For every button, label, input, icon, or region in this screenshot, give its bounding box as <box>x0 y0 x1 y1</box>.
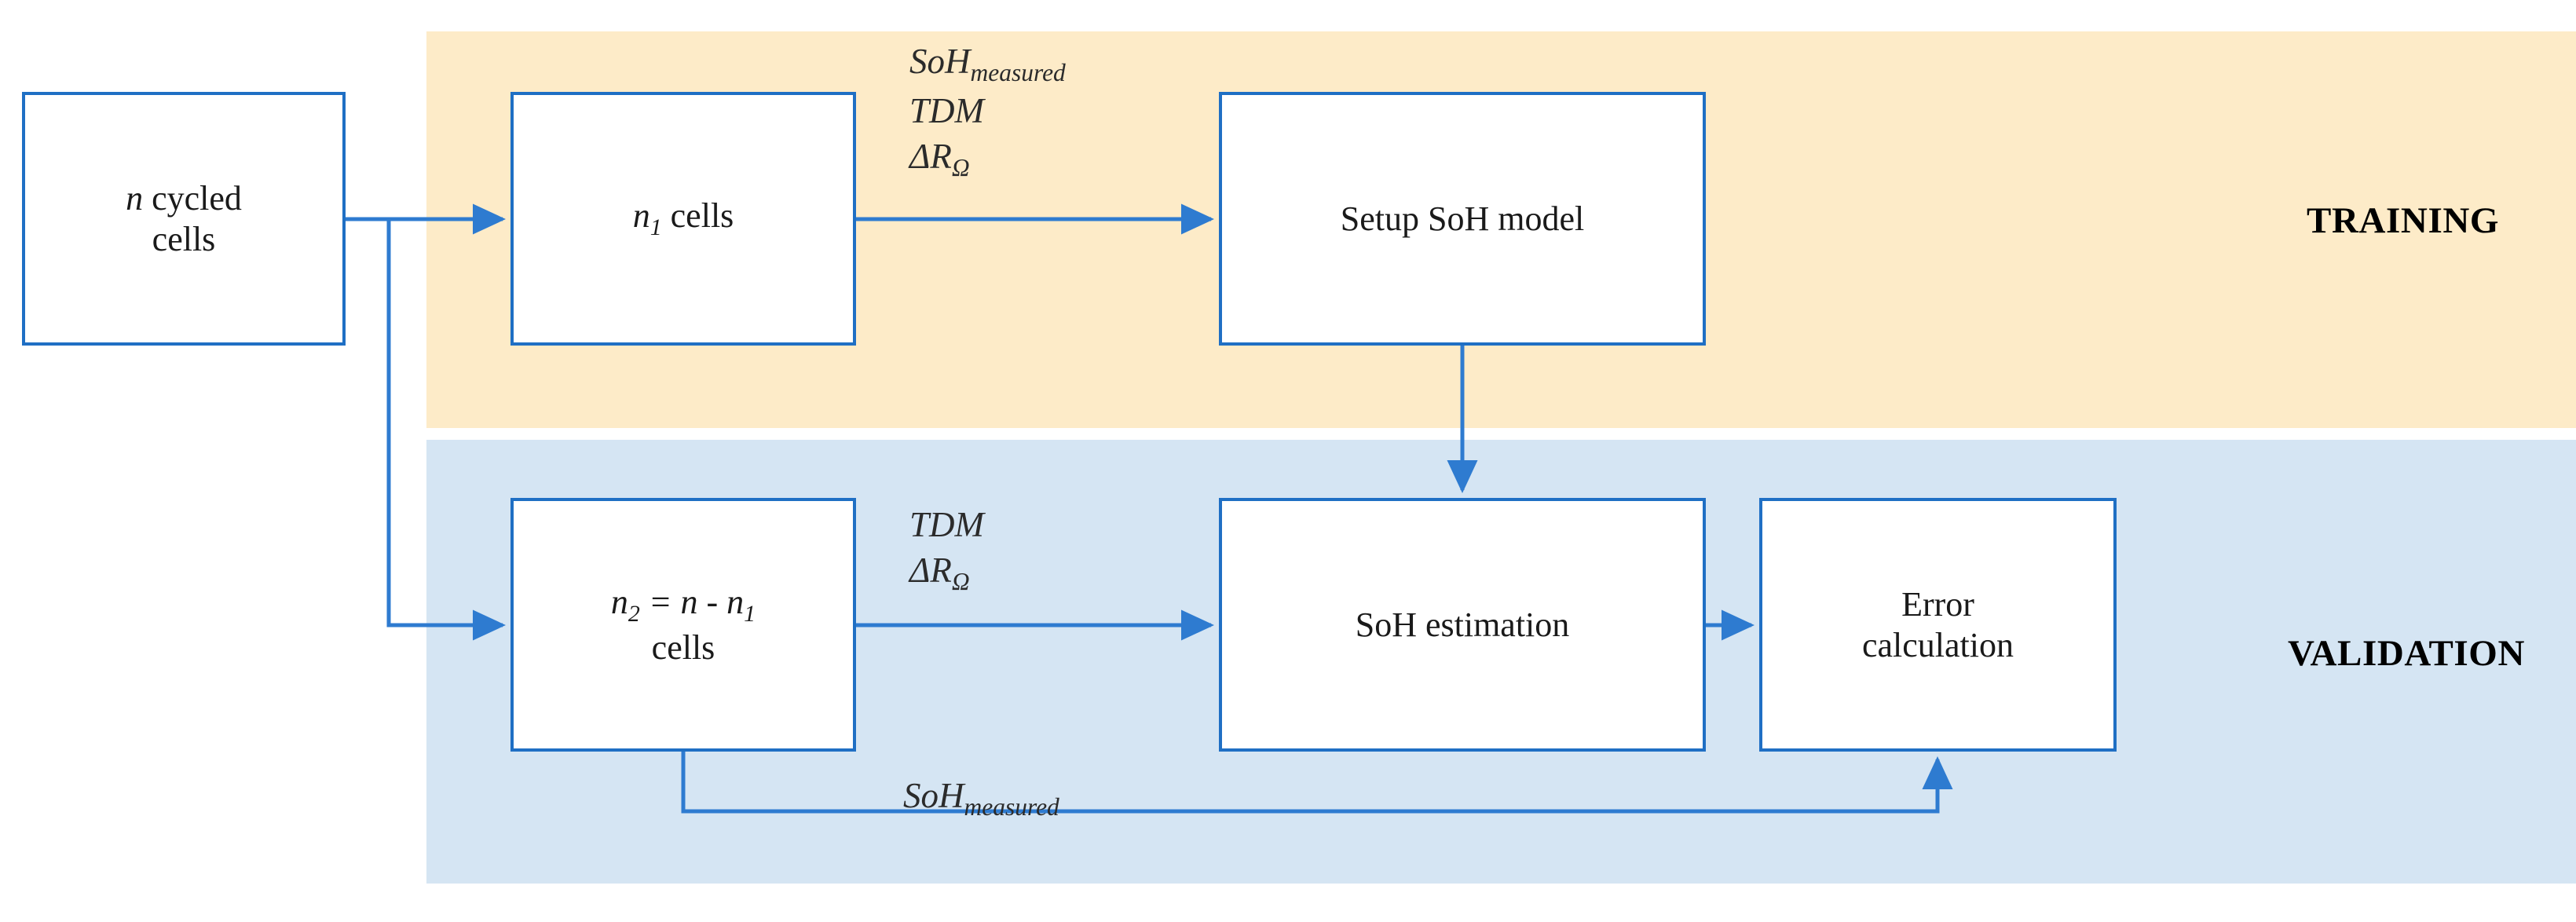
band-label-validation: VALIDATION <box>2288 633 2525 674</box>
node-n2-line2: cells <box>651 627 715 667</box>
edge-label-delta-r-omega-validation: ΔRΩ <box>909 550 970 595</box>
node-setup-soh-model-label: Setup SoH model <box>1340 199 1585 238</box>
node-setup-soh-model[interactable]: Setup SoH model <box>1219 92 1706 346</box>
node-cycled-math: n <box>126 178 144 218</box>
node-n1-cells-label: n1 cells <box>633 196 734 241</box>
edge-label-soh-measured-feedback: SoHmeasured <box>903 776 1059 821</box>
edge-label-training-inputs: SoHmeasured TDM ΔRΩ <box>909 39 1066 184</box>
node-n2-cells-label: n2 = n - n1 cells <box>611 582 756 668</box>
edge-label-tdm-validation: TDM <box>909 505 985 544</box>
node-error-line1: Error <box>1901 584 1974 624</box>
node-n-cycled-cells-label: n cycled cells <box>126 178 242 260</box>
edge-label-tdm: TDM <box>909 91 985 131</box>
edge-label-delta-r-omega: ΔRΩ <box>909 136 970 181</box>
node-error-calculation-label: Error calculation <box>1862 584 2014 666</box>
band-label-training: TRAINING <box>2307 200 2500 241</box>
node-n-cycled-cells[interactable]: n cycled cells <box>22 92 346 346</box>
node-cycled-rest: cycled <box>143 178 242 218</box>
node-n1-math: n1 <box>632 196 662 241</box>
node-n1-cells[interactable]: n1 cells <box>510 92 856 346</box>
node-error-line2: calculation <box>1861 625 2014 664</box>
node-cycled-line2: cells <box>152 219 216 258</box>
edge-label-soh-measured: SoHmeasured <box>909 42 1066 86</box>
node-error-calculation[interactable]: Error calculation <box>1759 498 2117 752</box>
node-soh-estimation-label: SoH estimation <box>1355 605 1570 644</box>
node-n2-expression: n2 = n - n1 <box>610 582 756 627</box>
node-soh-estimation[interactable]: SoH estimation <box>1219 498 1706 752</box>
node-n2-cells[interactable]: n2 = n - n1 cells <box>510 498 856 752</box>
node-n1-rest: cells <box>661 196 734 236</box>
edge-label-validation-inputs: TDM ΔRΩ <box>909 503 984 598</box>
